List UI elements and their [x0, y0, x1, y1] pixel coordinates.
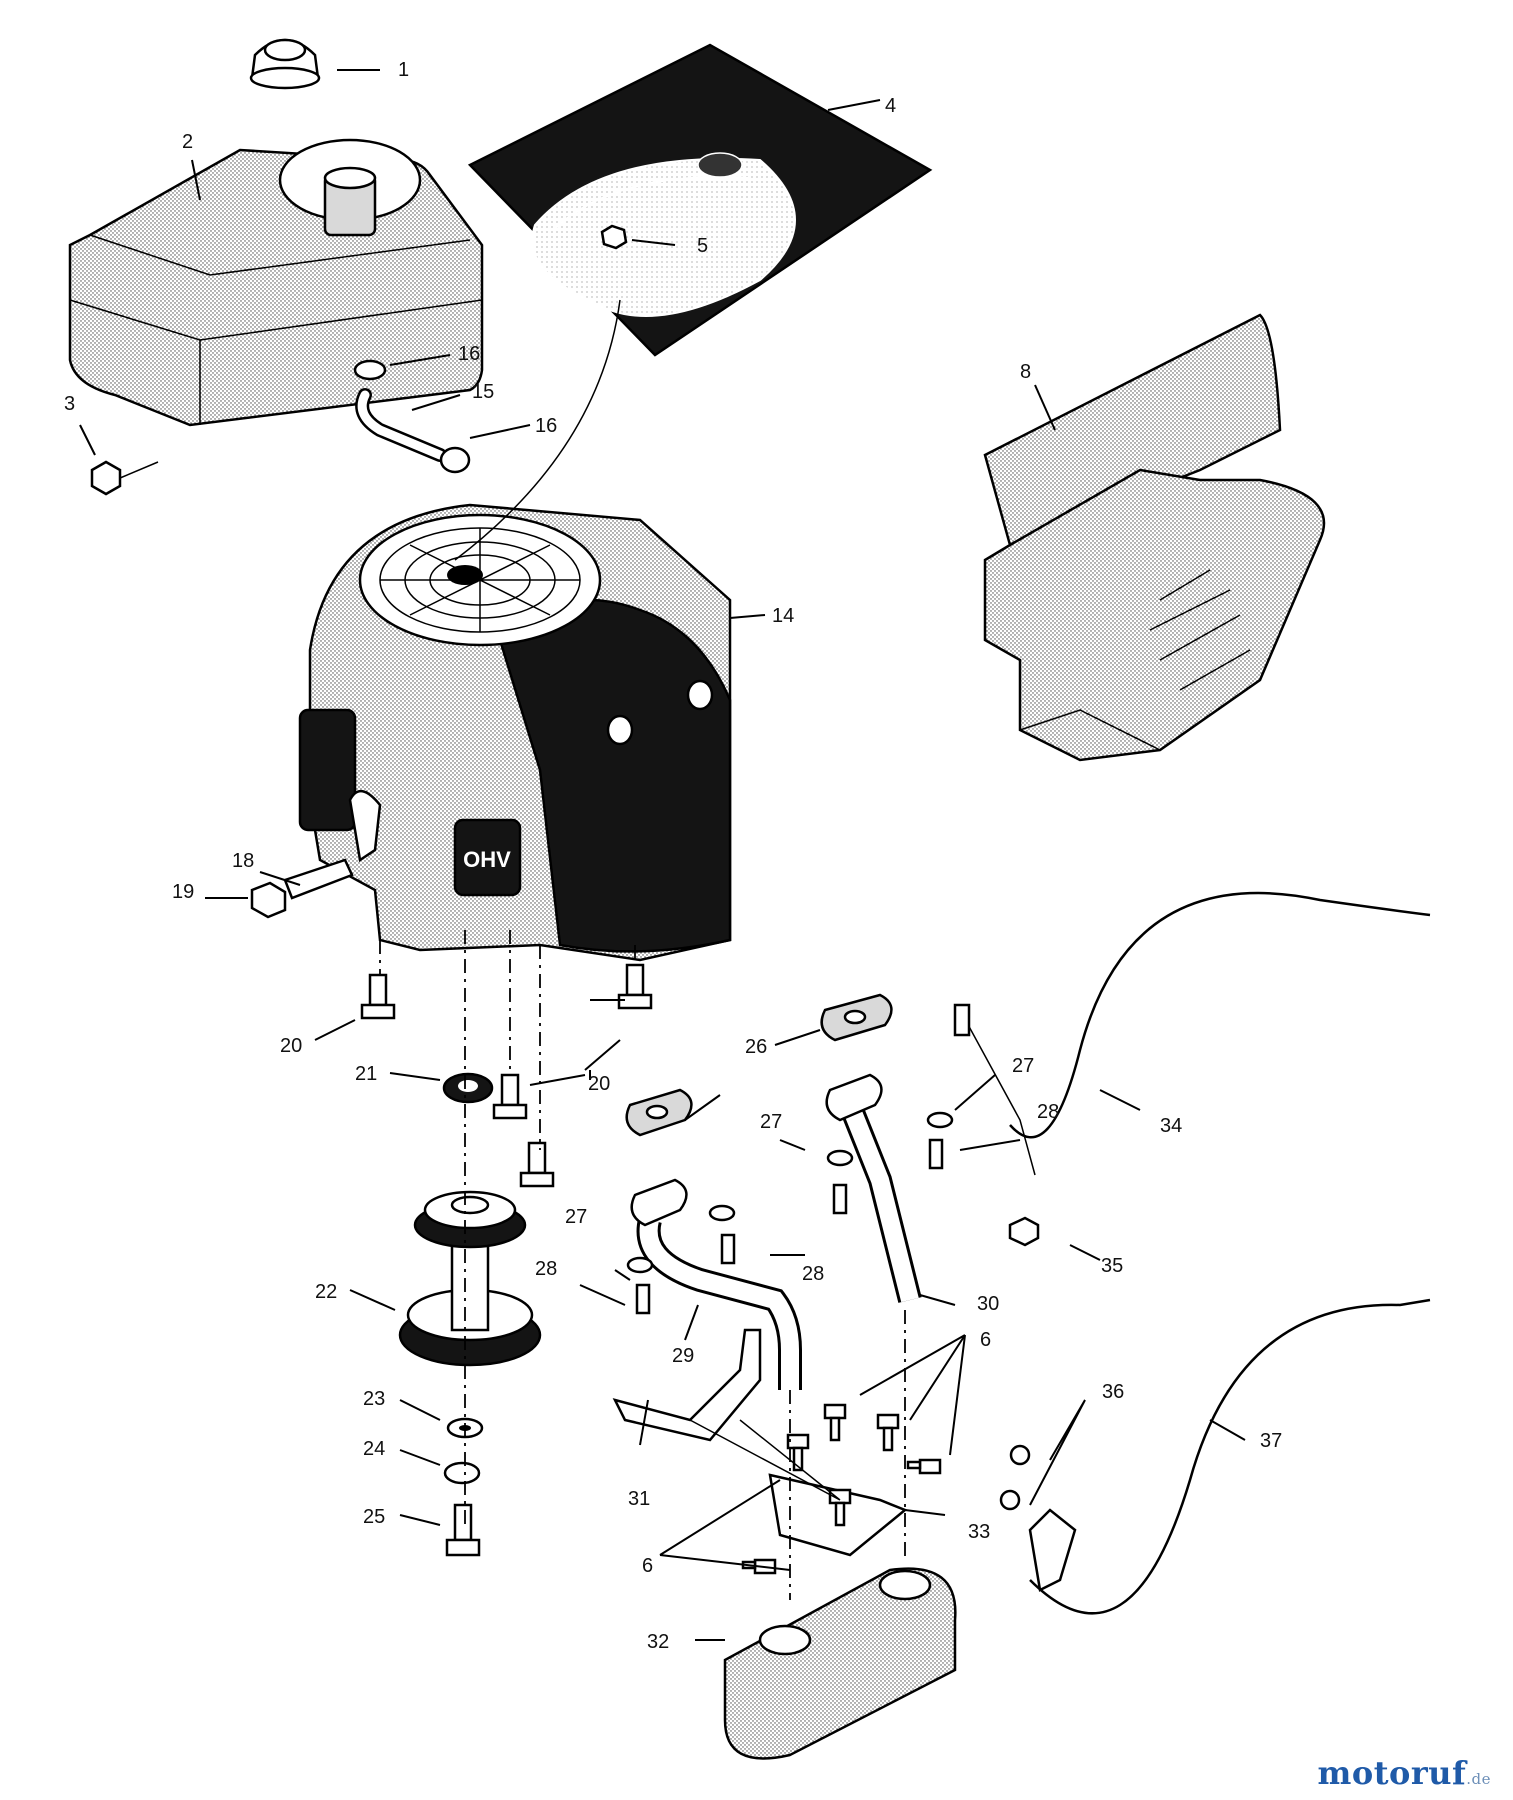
callout-28-right: 28 [1037, 1101, 1059, 1123]
callout-28-left: 28 [535, 1258, 557, 1280]
exhaust-washers-bolts-part [626, 1111, 954, 1315]
callout-6-lower: 6 [642, 1555, 653, 1577]
exhaust-pipe-left-part [630, 1178, 802, 1390]
callout-27-middle: 27 [760, 1111, 782, 1133]
callout-20-left: 20 [280, 1035, 302, 1057]
callout-21: 21 [355, 1063, 377, 1085]
tank-screw-part [90, 460, 159, 496]
callout-6-upper: 6 [980, 1329, 991, 1351]
engine-part: OHV [298, 503, 732, 962]
callout-8: 8 [1020, 361, 1031, 383]
callout-26: 26 [745, 1036, 767, 1058]
pulley-lockwasher-part [443, 1461, 481, 1485]
shaft-spacer-part [442, 1072, 494, 1104]
callout-32: 32 [647, 1631, 669, 1653]
engine-ohv-label: OHV [463, 847, 511, 872]
callout-16-upper: 16 [458, 343, 480, 365]
callout-4: 4 [885, 95, 896, 117]
fuel-tank-part [68, 138, 484, 427]
watermark-brand: motoruf [1317, 1754, 1467, 1792]
callout-22: 22 [315, 1281, 337, 1303]
assembly-centerlines [379, 299, 906, 1600]
fuel-hose-part [353, 359, 471, 474]
drain-fitting-part [250, 858, 354, 919]
callout-14: 14 [772, 605, 794, 627]
callout-25: 25 [363, 1506, 385, 1528]
callout-labels: 1 2 3 4 5 8 14 15 16 16 18 19 20 20 21 2… [64, 59, 1282, 1653]
brand-watermark: motoruf.de [1318, 1754, 1491, 1792]
muffler-screws-part [741, 1403, 942, 1575]
callout-5: 5 [697, 235, 708, 257]
callout-30: 30 [977, 1293, 999, 1315]
callout-27-right: 27 [1012, 1055, 1034, 1077]
choke-cable-part [999, 1298, 1431, 1615]
callout-19: 19 [172, 881, 194, 903]
muffler-bracket-part [612, 1328, 762, 1442]
callout-16-lower: 16 [535, 415, 557, 437]
callout-31: 31 [628, 1488, 650, 1510]
callout-leader-lines [79, 69, 1246, 1641]
callout-2: 2 [182, 131, 193, 153]
callout-27-left: 27 [565, 1206, 587, 1228]
fan-grille-icon [379, 527, 581, 633]
pulley-bolt-part [445, 1503, 481, 1557]
callout-37: 37 [1260, 1430, 1282, 1452]
callout-36: 36 [1102, 1381, 1124, 1403]
throttle-cable-part [953, 891, 1431, 1247]
callout-29: 29 [672, 1345, 694, 1367]
callout-1: 1 [398, 59, 409, 81]
callout-23: 23 [363, 1388, 385, 1410]
watermark-suffix: .de [1466, 1770, 1491, 1788]
callout-3: 3 [64, 393, 75, 415]
engine-cover-tray-part [467, 43, 933, 357]
callout-18: 18 [232, 850, 254, 872]
callout-24: 24 [363, 1438, 385, 1460]
callout-33: 33 [968, 1521, 990, 1543]
callout-34: 34 [1160, 1115, 1182, 1137]
callout-20-right: 20 [588, 1073, 610, 1095]
callout-28-middle: 28 [802, 1263, 824, 1285]
callout-35: 35 [1101, 1255, 1123, 1277]
exhaust-pipe-right-part [825, 1073, 922, 1303]
muffler-part [723, 1567, 957, 1760]
muffler-guard-part [983, 313, 1326, 762]
callout-15: 15 [472, 381, 494, 403]
drive-pulley-part [398, 1190, 542, 1367]
engine-bolts-part [360, 963, 653, 1188]
fuel-cap-part [249, 38, 321, 90]
